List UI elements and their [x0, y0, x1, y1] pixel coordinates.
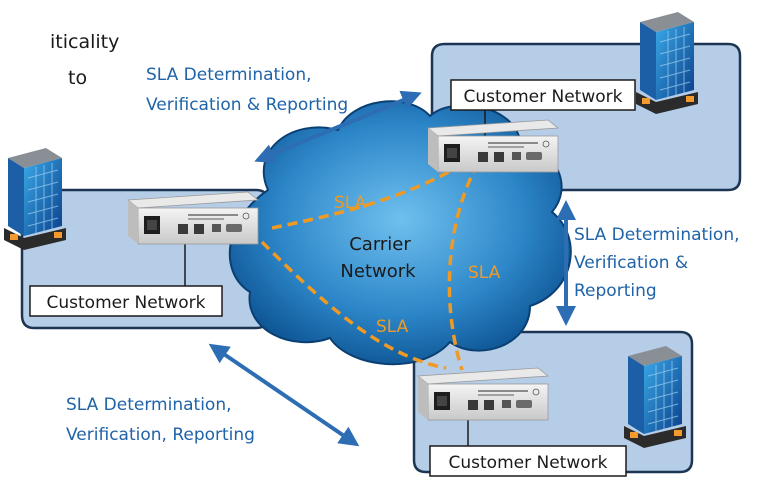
customer-network-label-top: Customer Network	[464, 87, 623, 107]
customer-network-box-bottom	[429, 445, 627, 477]
network-device-icon	[127, 191, 259, 245]
customer-network-box-top	[450, 79, 636, 111]
customer-network-label-bottom: Customer Network	[449, 453, 608, 473]
customer-network-label-left: Customer Network	[47, 293, 206, 313]
cloud-label-line-1: Carrier	[349, 234, 411, 255]
reporting-label-bottom-line-1: SLA Determination,	[66, 395, 232, 415]
sla-path-left-to-bottom	[260, 240, 447, 370]
sla-label-bottom: SLA	[376, 317, 409, 337]
reporting-label-bottom-line-2: Verification, Reporting	[66, 425, 255, 445]
intro-text-line-1: iticality	[50, 31, 119, 53]
reporting-label-top-line-2: Verification & Reporting	[146, 95, 348, 115]
intro-text-line-2: to	[68, 67, 87, 89]
sla-label-right: SLA	[468, 263, 501, 283]
sla-label-top: SLA	[334, 193, 367, 213]
sla-path-top-to-bottom	[447, 149, 488, 371]
reporting-label-top-line-1: SLA Determination,	[146, 65, 312, 85]
network-device-icon	[417, 367, 549, 421]
reporting-arrow-top	[254, 90, 422, 164]
cloud-label-line-2: Network	[340, 261, 416, 282]
reporting-label-right-line-2: Verification &	[574, 253, 688, 273]
reporting-arrow-bottom	[208, 343, 360, 447]
customer-network-box-left	[29, 285, 223, 317]
network-device-icon	[427, 119, 559, 173]
reporting-label-right-line-3: Reporting	[574, 281, 657, 301]
reporting-label-right-line-1: SLA Determination,	[574, 225, 740, 245]
